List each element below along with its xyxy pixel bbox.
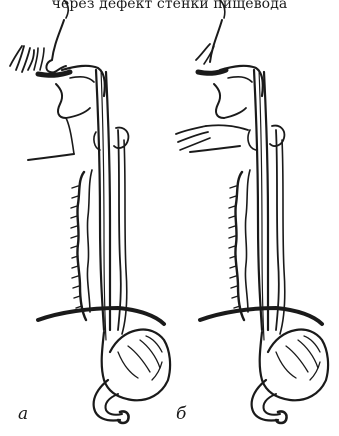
- panel-a-drawing: [10, 0, 170, 423]
- panel-label-b: б: [176, 404, 186, 424]
- panel-label-a: а: [18, 404, 28, 424]
- panel-b-drawing: [176, 0, 328, 423]
